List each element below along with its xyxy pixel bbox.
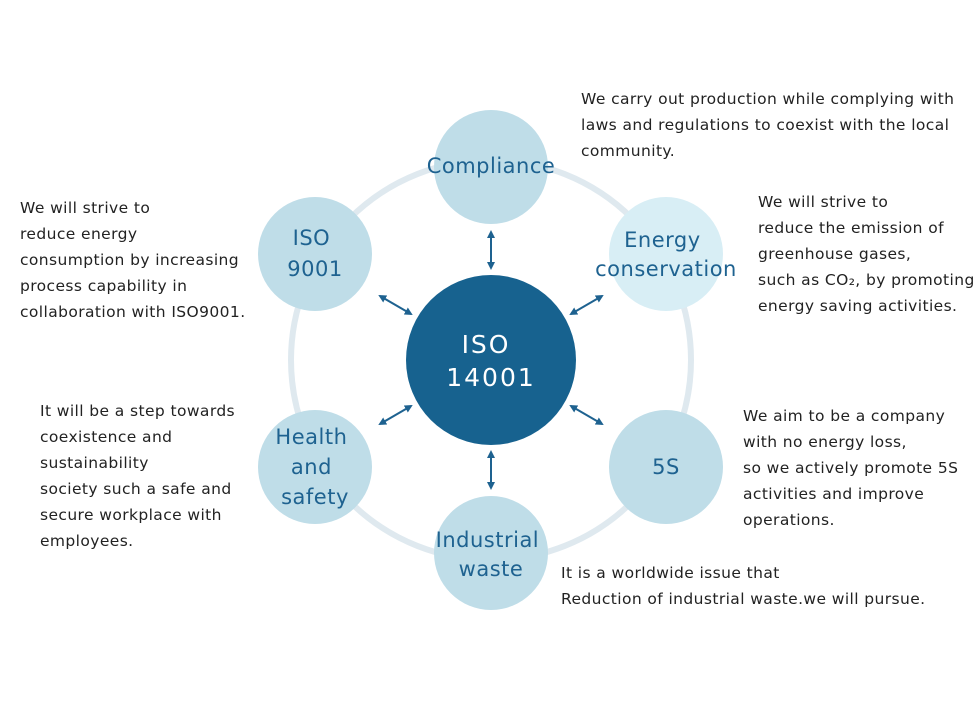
arrow-health <box>378 404 413 426</box>
desc-compliance-line: We carry out production while complying … <box>581 90 955 108</box>
desc-energy-line: energy saving activities. <box>758 297 958 315</box>
desc-compliance: We carry out production while complying … <box>581 86 954 164</box>
svg-text:Energy conservation: Energy conservation <box>595 228 737 281</box>
desc-5s-line: with no energy loss, <box>743 433 907 451</box>
node-health-label-line3: safety <box>281 485 349 509</box>
desc-industrial-waste: It is a worldwide issue that Reduction o… <box>561 560 926 612</box>
center-label-line2: 14001 <box>446 363 536 392</box>
svg-text:Health and safety: Health and safety <box>275 425 354 509</box>
arrow-iso9001 <box>378 294 413 316</box>
node-iso9001: ISO 9001 <box>258 197 372 311</box>
arrow-energy <box>569 294 604 316</box>
node-health-label-line2: and <box>291 455 332 479</box>
desc-energy-line: greenhouse gases, <box>758 245 912 263</box>
desc-health-line: sustainability <box>40 454 149 472</box>
node-compliance: Compliance <box>427 110 556 224</box>
arrows <box>378 230 604 490</box>
desc-5s-line: operations. <box>743 511 835 529</box>
desc-5s: We aim to be a company with no energy lo… <box>743 403 958 533</box>
desc-health-line: secure workplace with <box>40 506 222 524</box>
svg-text:5S: 5S <box>652 455 680 479</box>
desc-health-line: coexistence and <box>40 428 173 446</box>
desc-iso9001: We will strive to reduce energy consumpt… <box>20 195 246 325</box>
desc-iso9001-line: process capability in <box>20 277 188 295</box>
node-5s-label: 5S <box>652 455 680 479</box>
node-5s: 5S <box>609 410 723 524</box>
desc-compliance-line: community. <box>581 142 676 160</box>
svg-text:ISO 9001: ISO 9001 <box>287 226 342 281</box>
node-energy-label-line2: conservation <box>595 257 737 281</box>
desc-energy-line: reduce the emission of <box>758 219 944 237</box>
desc-iso9001-line: collaboration with ISO9001. <box>20 303 246 321</box>
node-iso9001-label-line2: 9001 <box>287 257 342 281</box>
desc-health-line: It will be a step towards <box>40 402 236 420</box>
desc-5s-line: activities and improve <box>743 485 925 503</box>
desc-compliance-line: laws and regulations to coexist with the… <box>581 116 950 134</box>
node-health-and-safety: Health and safety <box>258 410 372 524</box>
desc-5s-line: so we actively promote 5S <box>743 459 959 477</box>
desc-energy-conservation: We will strive to reduce the emission of… <box>758 189 975 319</box>
node-industrial-waste: Industrial waste <box>434 496 548 610</box>
center-node-iso14001: ISO 14001 <box>406 275 576 445</box>
desc-iso9001-line: reduce energy <box>20 225 138 243</box>
desc-energy-line: We will strive to <box>758 193 889 211</box>
desc-health-line: society such a safe and <box>40 480 232 498</box>
svg-text:ISO 14001: ISO 14001 <box>446 330 536 392</box>
desc-iso9001-line: consumption by increasing <box>20 251 239 269</box>
node-iso9001-label-line1: ISO <box>293 226 331 250</box>
desc-health-and-safety: It will be a step towards coexistence an… <box>40 398 235 554</box>
node-energy-conservation: Energy conservation <box>595 197 737 311</box>
desc-energy-line: such as CO₂, by promoting <box>758 271 975 289</box>
arrow-fives <box>569 404 604 426</box>
node-energy-label-line1: Energy <box>624 228 701 252</box>
desc-waste-line: It is a worldwide issue that <box>561 564 780 582</box>
node-compliance-label: Compliance <box>427 154 556 178</box>
node-waste-label-line2: waste <box>459 557 524 581</box>
desc-5s-line: We aim to be a company <box>743 407 946 425</box>
desc-health-line: employees. <box>40 532 134 550</box>
desc-iso9001-line: We will strive to <box>20 199 151 217</box>
svg-text:Compliance: Compliance <box>427 154 556 178</box>
center-label-line1: ISO <box>462 330 511 359</box>
node-health-label-line1: Health <box>275 425 347 449</box>
desc-waste-line: Reduction of industrial waste.we will pu… <box>561 590 926 608</box>
svg-text:Industrial waste: Industrial waste <box>436 528 547 581</box>
node-waste-label-line1: Industrial <box>436 528 540 552</box>
